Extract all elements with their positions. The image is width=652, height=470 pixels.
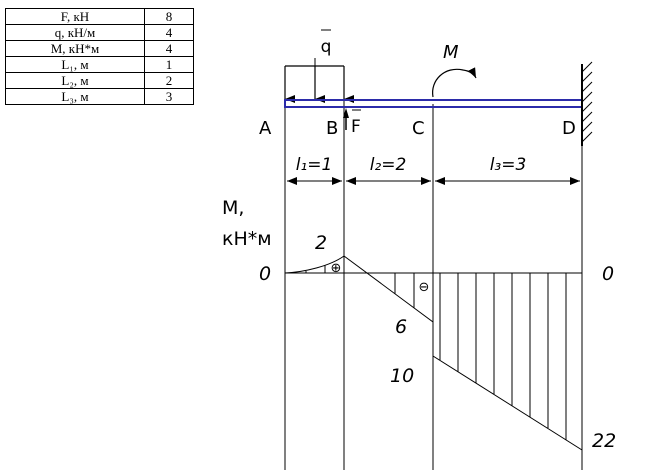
minus-sign: ⊖ [419, 280, 430, 295]
parabola-segment [284, 255, 345, 274]
moment-load: M [432, 42, 477, 98]
moment-diagram: ⊕ ⊖ [284, 255, 583, 451]
axis-label-line2: кН*м [222, 228, 272, 250]
point-a-label: A [259, 118, 272, 139]
plus-sign: ⊕ [331, 261, 342, 276]
param-name: M, кН*м [5, 40, 145, 57]
param-name: L₃, м [5, 88, 145, 105]
param-value: 3 [144, 88, 194, 105]
span-1-label: l₁=1 [296, 155, 333, 175]
distributed-load: q [284, 29, 354, 103]
value-label-2: 2 [315, 232, 327, 254]
hatching [305, 265, 567, 440]
force-label: F [351, 117, 361, 137]
linear-segments [343, 255, 583, 451]
zero-right-label: 0 [602, 263, 614, 285]
value-label-6: 6 [395, 316, 407, 338]
span-2-label: l₂=2 [370, 155, 407, 175]
value-label-22: 22 [592, 430, 616, 452]
dimension-lines: l₁=1 l₂=2 l₃=3 [287, 155, 580, 185]
span-3-label: l₃=3 [490, 155, 527, 175]
moment-label: M [443, 42, 459, 63]
force-f: F [343, 108, 361, 137]
fixed-support [581, 61, 593, 146]
point-b-label: B [326, 118, 338, 139]
projection-lines [284, 68, 583, 470]
diagram-labels: M, кН*м 0 0 2 6 10 22 [222, 197, 616, 452]
point-labels: A B C D [259, 118, 576, 139]
axis-label-line1: M, [222, 197, 244, 219]
load-q-label: q [321, 37, 332, 57]
value-label-10: 10 [390, 365, 414, 387]
point-c-label: C [412, 118, 425, 139]
zero-left-label: 0 [259, 263, 271, 285]
point-d-label: D [562, 118, 576, 139]
